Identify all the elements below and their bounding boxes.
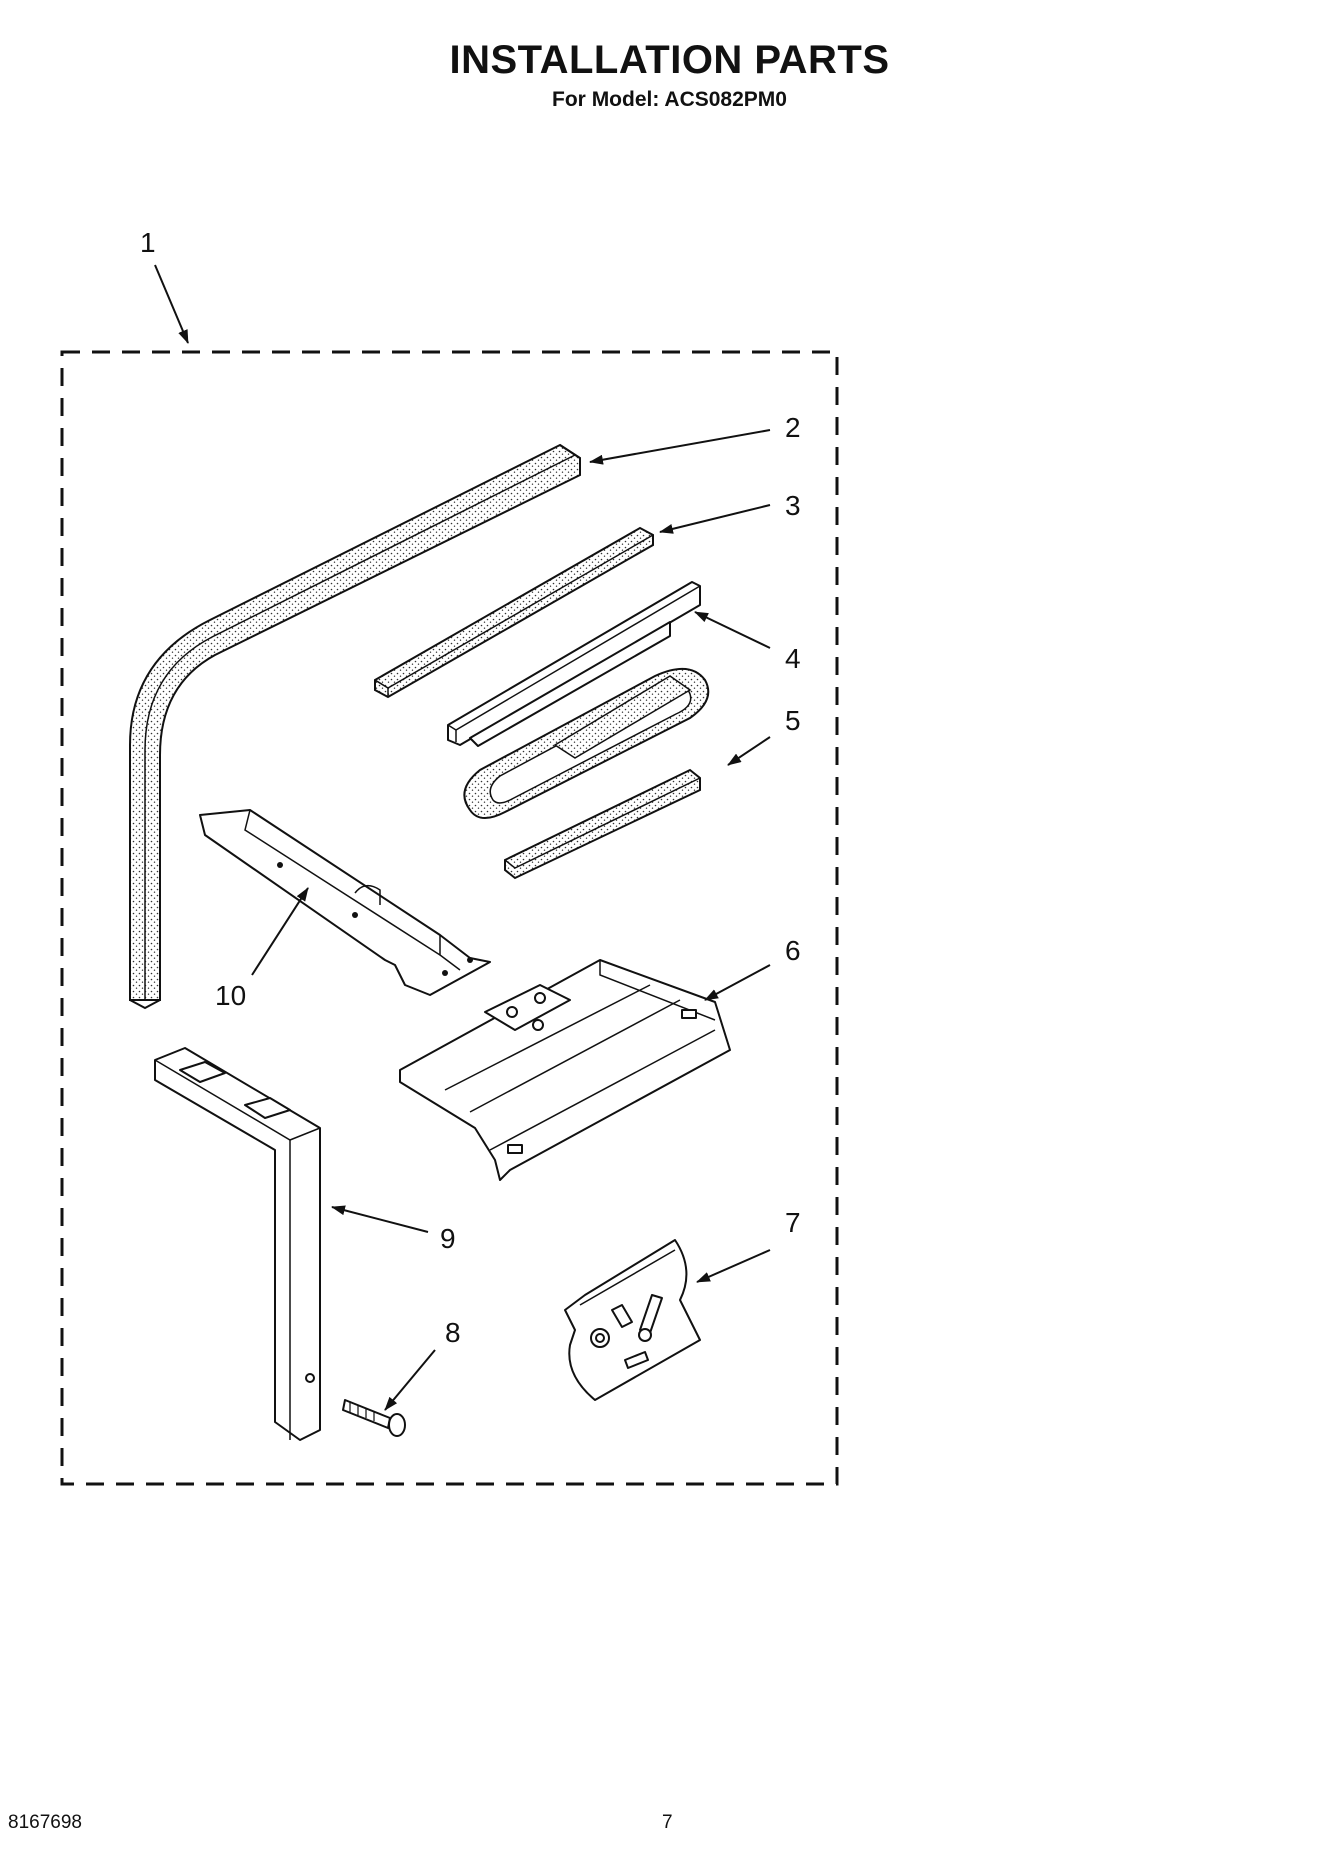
part-foam-strip <box>374 526 654 699</box>
page-number: 7 <box>662 1812 673 1833</box>
part-hardware-bag <box>564 1239 701 1401</box>
part-support-bracket <box>199 809 491 996</box>
callout-4: 4 <box>785 643 801 674</box>
part-l-bracket <box>154 1047 321 1441</box>
callout-10: 10 <box>215 980 246 1011</box>
callout-3: 3 <box>785 490 801 521</box>
callout-6: 6 <box>785 935 801 966</box>
part-foam-loop <box>463 668 710 880</box>
part-foam-seal-l <box>129 443 581 1010</box>
part-screw <box>342 1399 406 1437</box>
part-mounting-rail <box>399 959 731 1181</box>
callout-leaders <box>154 264 771 1411</box>
page-title: INSTALLATION PARTS <box>449 38 890 82</box>
callout-5: 5 <box>785 705 801 736</box>
callout-9: 9 <box>440 1223 456 1254</box>
part-channel <box>447 581 701 747</box>
kit-boundary <box>60 350 839 1486</box>
model-subtitle: For Model: ACS082PM0 <box>552 88 787 111</box>
callout-1: 1 <box>140 227 156 258</box>
callout-7: 7 <box>785 1207 801 1238</box>
callout-8: 8 <box>445 1317 461 1348</box>
document-number: 8167698 <box>8 1812 82 1833</box>
callout-2: 2 <box>785 412 801 443</box>
